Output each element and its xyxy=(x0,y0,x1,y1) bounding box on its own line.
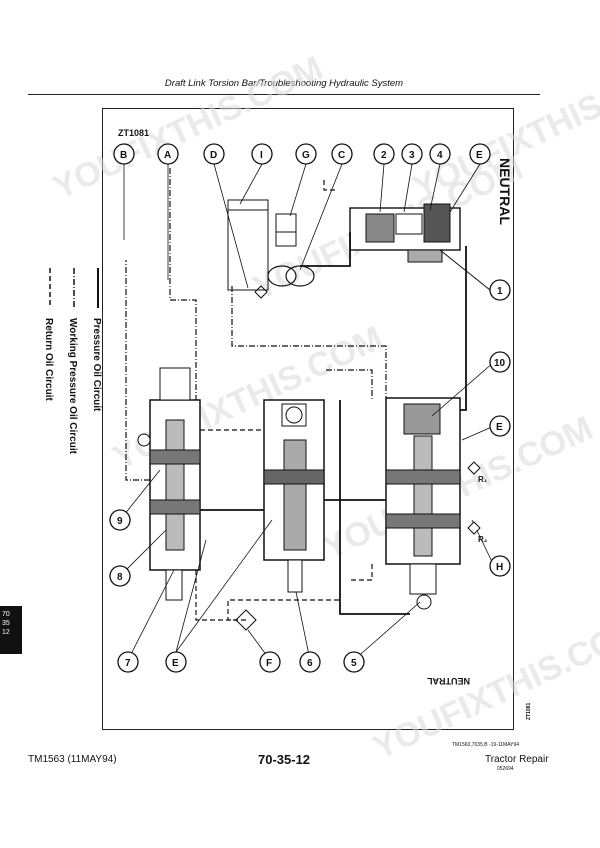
side-code: ZT1081 xyxy=(526,703,532,720)
callout-top-2: D xyxy=(210,150,217,161)
callout-top-1: A xyxy=(164,150,171,161)
callout-top-7: 3 xyxy=(409,150,415,161)
footer-doc-id: TM1563 (11MAY94) xyxy=(28,754,117,765)
section-tab: 70 35 12 xyxy=(0,606,22,654)
state-label: NEUTRAL xyxy=(497,158,513,225)
valve-block-left xyxy=(137,367,201,601)
figure-id: ZT1081 xyxy=(118,128,149,138)
callout-right-3: H xyxy=(496,562,503,573)
callout-bottom-0: 9 xyxy=(117,516,123,527)
legend-return-label: Return Oil Circuit xyxy=(43,318,54,401)
watermark-text-1: YOUFIXTHIS.COM xyxy=(47,49,328,207)
callout-top-0: B xyxy=(120,150,127,161)
callouts-right: 1 10 E H xyxy=(489,279,511,577)
callouts-top: B A D I G C 2 3 4 E xyxy=(113,143,491,165)
callout-top-4: G xyxy=(302,150,310,161)
callout-bottom-5: 6 xyxy=(307,658,313,669)
callout-top-3: I xyxy=(260,150,263,161)
callouts-bottom: 9 8 7 E F 6 5 xyxy=(109,509,365,673)
section-tab-line1: 70 xyxy=(2,611,10,618)
page-header-title: Draft Link Torsion Bar/Troubleshooting H… xyxy=(164,78,404,89)
footer-section: Tractor Repair xyxy=(485,754,549,765)
callout-top-5: C xyxy=(338,150,345,161)
callout-right-0: 1 xyxy=(497,286,503,297)
callout-right-1: 10 xyxy=(494,358,506,369)
port-r1-label: R₁ xyxy=(478,475,488,484)
callout-bottom-6: 5 xyxy=(351,658,357,669)
section-tab-line2: 35 xyxy=(2,620,10,627)
callout-bottom-3: E xyxy=(172,658,179,669)
legend: Pressure Oil Circuit Working Pressure Oi… xyxy=(43,268,102,455)
footer-page-number: 70-35-12 xyxy=(258,752,311,767)
legend-working-label: Working Pressure Oil Circuit xyxy=(67,318,78,455)
valve-block-right xyxy=(385,397,461,610)
callout-bottom-2: 7 xyxy=(125,658,131,669)
control-valve-top xyxy=(349,203,461,263)
callout-bottom-1: 8 xyxy=(117,572,123,583)
circuit-lines xyxy=(119,163,495,661)
callout-top-8: 4 xyxy=(437,150,443,161)
callout-top-9: E xyxy=(476,150,483,161)
header-rule xyxy=(28,94,540,95)
valve-block-middle xyxy=(263,399,325,593)
callout-bottom-4: F xyxy=(266,658,272,669)
footer-date-code: 052694 xyxy=(497,766,514,772)
state-label-flipped: NEUTRAL xyxy=(427,676,470,686)
callout-right-2: E xyxy=(496,422,503,433)
image-reference: TM1563,7035,B -19-11MAY94 xyxy=(452,742,520,748)
section-tab-line3: 12 xyxy=(2,629,10,636)
legend-pressure-label: Pressure Oil Circuit xyxy=(91,318,102,412)
port-r2-label: R₂ xyxy=(478,535,488,544)
callout-top-6: 2 xyxy=(381,150,387,161)
port-markers: R₁ R₂ xyxy=(467,461,488,544)
diagram-frame xyxy=(102,108,514,730)
